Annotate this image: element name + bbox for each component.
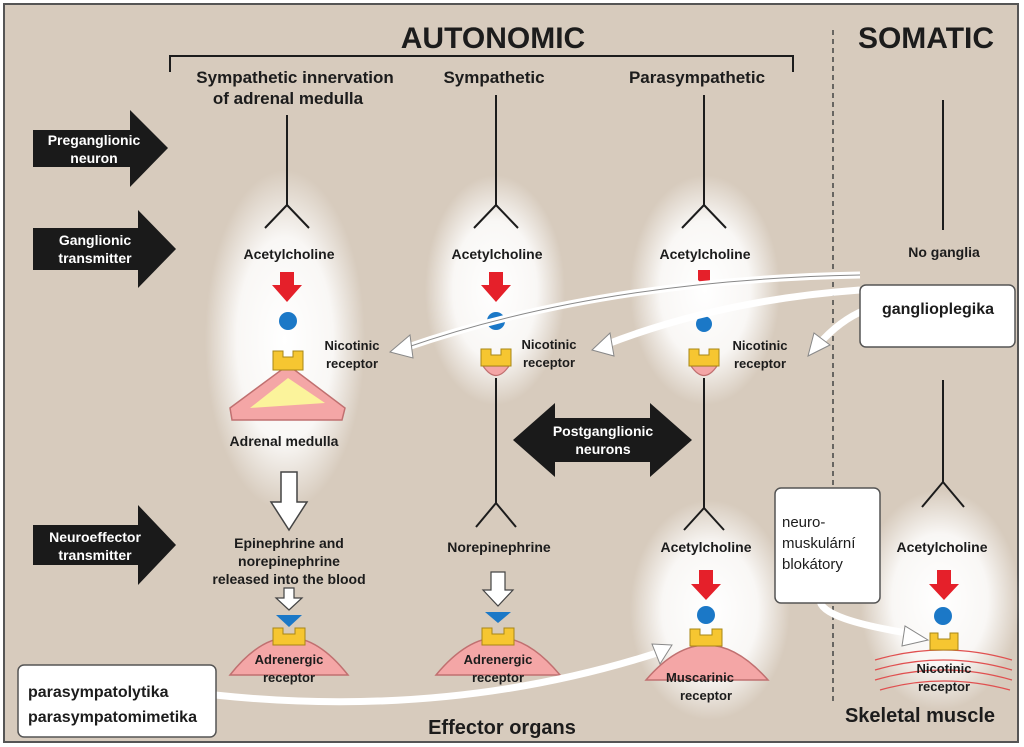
muscarinic-label-2: receptor <box>680 688 732 703</box>
arrow-ganglionic: Ganglionic transmitter <box>33 210 176 288</box>
norepinephrine-molecule <box>485 612 511 623</box>
neuromuscular-text-2: muskulární <box>782 535 856 552</box>
col-header-parasympathetic: Parasympathetic <box>629 68 765 87</box>
nicotinic-receptor-adrenal <box>272 350 304 371</box>
parasympatomimetika-text: parasympatomimetika <box>28 709 197 726</box>
nicotinic-receptor-sympathetic <box>480 348 512 367</box>
adrenal-medulla-label: Adrenal medulla <box>230 433 339 449</box>
epinephrine-label-3: released into the blood <box>212 571 365 587</box>
neuromuscular-text-3: blokátory <box>782 556 843 573</box>
muscarinic-label-1: Muscarinic <box>666 670 734 685</box>
column-sympathetic: Acetylcholine Nicotinic receptor Norepin… <box>434 95 577 685</box>
nicotinic-label-sympathetic-2: receptor <box>523 355 575 370</box>
adrenergic-label-sympathetic-1: Adrenergic <box>464 652 533 667</box>
ganglioplegika-text: gangliopleg­ika <box>882 301 994 318</box>
adrenal-medulla-core <box>250 378 325 408</box>
adrenergic-label-adrenal-1: Adrenergic <box>255 652 324 667</box>
glow-adrenal <box>205 170 365 510</box>
white-arrow-adrenal <box>269 471 309 532</box>
svg-text:neuron: neuron <box>70 150 117 166</box>
skeletal-muscle-label: Skeletal muscle <box>845 705 995 727</box>
nicotinic-label-parasympathetic-1: Nicotinic <box>733 338 788 353</box>
svg-text:neurons: neurons <box>575 441 630 457</box>
svg-text:Neuroeffector: Neuroeffector <box>49 529 141 545</box>
col-header-adrenal-line1: Sympathetic innervation <box>196 68 393 87</box>
nicotinic-label-somatic-2: receptor <box>918 679 970 694</box>
glow-somatic <box>860 490 1020 710</box>
red-arrow-somatic <box>929 570 959 600</box>
small-white-arrow-adrenal <box>274 587 304 611</box>
no-ganglia-label: No ganglia <box>908 244 980 260</box>
arrow-preganglionic: Preganglionic neuron <box>33 110 168 187</box>
column-adrenal: Acetylcholine Nicotinic receptor Adrenal… <box>212 115 379 685</box>
postganglionic-arrow: Postganglionic neurons <box>513 403 692 477</box>
nicotinic-label-sympathetic-1: Nicotinic <box>522 337 577 352</box>
svg-text:transmitter: transmitter <box>58 250 132 266</box>
nicotinic-receptor-parasympathetic <box>688 348 720 367</box>
ach-dot-muscarinic <box>697 606 715 624</box>
epinephrine-molecule <box>276 615 302 627</box>
column-somatic: No ganglia Acetylcholine Nicotinic recep… <box>874 100 1013 694</box>
epinephrine-label-1: Epinephrine and <box>234 535 344 551</box>
nicotinic-label-adrenal-2: receptor <box>326 356 378 371</box>
callout-parasympatolytika: parasympatolytika parasympatomimetika <box>17 643 673 738</box>
somatic-header: SOMATIC <box>858 22 994 55</box>
svg-text:transmitter: transmitter <box>58 547 132 563</box>
arrow-neuroeffector: Neuroeffector transmitter <box>33 505 176 585</box>
effector-organs-label: Effector organs <box>428 717 576 739</box>
col-header-adrenal-line2: of adrenal medulla <box>213 89 364 108</box>
glow-parasympathetic <box>630 175 780 405</box>
norepinephrine-label: Norepinephrine <box>447 539 551 555</box>
acetylcholine-adrenal: Acetylcholine <box>243 246 334 262</box>
svg-text:Postganglionic: Postganglionic <box>553 423 654 439</box>
ach-dot-adrenal <box>279 312 297 330</box>
autonomic-header: AUTONOMIC <box>401 22 585 55</box>
red-arrow-sympathetic <box>481 272 511 302</box>
acetylcholine-parasympathetic-1: Acetylcholine <box>659 246 750 262</box>
ach-dot-somatic <box>934 607 952 625</box>
autonomic-bracket <box>169 55 794 72</box>
nicotinic-receptor-somatic <box>929 632 959 651</box>
white-arrow-sympathetic <box>481 571 515 607</box>
neuromuscular-text-1: neuro- <box>782 514 825 531</box>
parasympatolytika-text: parasympatolytika <box>28 684 169 701</box>
col-header-sympathetic: Sympathetic <box>443 68 544 87</box>
svg-text:Ganglionic: Ganglionic <box>59 232 132 248</box>
acetylcholine-parasympathetic-2: Acetylcholine <box>660 539 751 555</box>
adrenergic-receptor-sympathetic <box>481 627 515 646</box>
acetylcholine-somatic: Acetylcholine <box>896 539 987 555</box>
red-arrow-parasympathetic <box>691 570 721 600</box>
adrenergic-label-adrenal-2: receptor <box>263 670 315 685</box>
red-arrow-adrenal <box>272 272 302 302</box>
adrenergic-label-sympathetic-2: receptor <box>472 670 524 685</box>
adrenergic-receptor-adrenal <box>272 627 306 646</box>
svg-text:Preganglionic: Preganglionic <box>48 132 141 148</box>
nicotinic-label-adrenal-1: Nicotinic <box>325 338 380 353</box>
callout-neuromuskularni: neuro- muskulární blokátory <box>774 487 930 647</box>
ach-dot-parasympathetic <box>696 316 712 332</box>
muscarinic-receptor <box>689 628 723 647</box>
epinephrine-label-2: norepinephrine <box>238 553 340 569</box>
nicotinic-label-somatic-1: Nicotinic <box>917 661 972 676</box>
callout-ganglioplegika: gangliopleg­ika <box>388 271 1016 359</box>
nicotinic-label-parasympathetic-2: receptor <box>734 356 786 371</box>
acetylcholine-sympathetic: Acetylcholine <box>451 246 542 262</box>
